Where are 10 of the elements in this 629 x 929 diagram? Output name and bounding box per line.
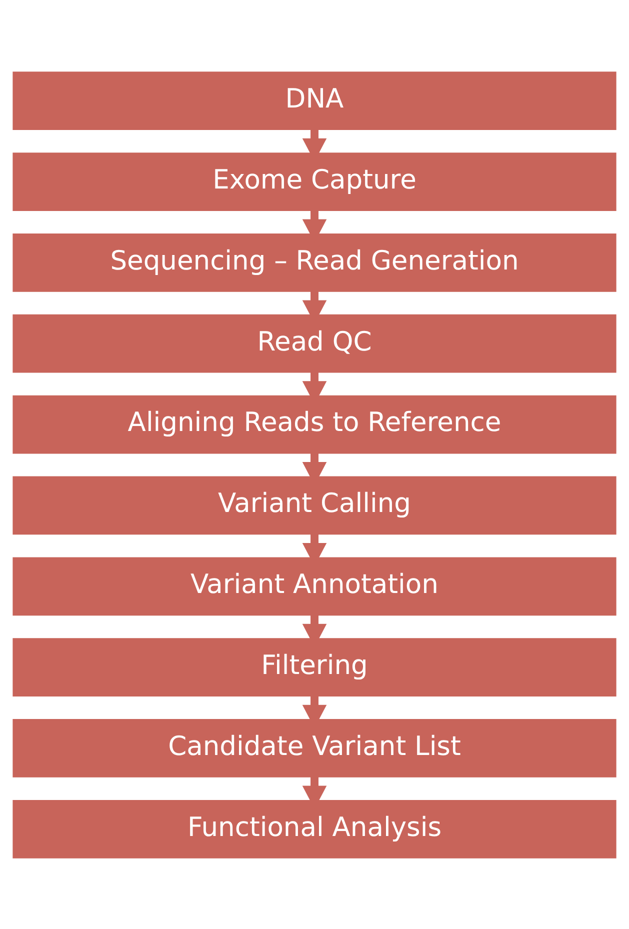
node-box: Candidate Variant List [12, 718, 616, 777]
node-box: Sequencing – Read Generation [12, 233, 616, 292]
node-box: Variant Annotation [12, 556, 616, 616]
node-box: Exome Capture [12, 152, 616, 210]
node-box: Functional Analysis [12, 799, 616, 858]
node-box: DNA [12, 71, 616, 130]
node-box: Filtering [12, 638, 616, 696]
node-box: Read QC [12, 314, 616, 372]
node-box: Variant Calling [12, 476, 616, 534]
node-box: Aligning Reads to Reference [12, 394, 616, 454]
